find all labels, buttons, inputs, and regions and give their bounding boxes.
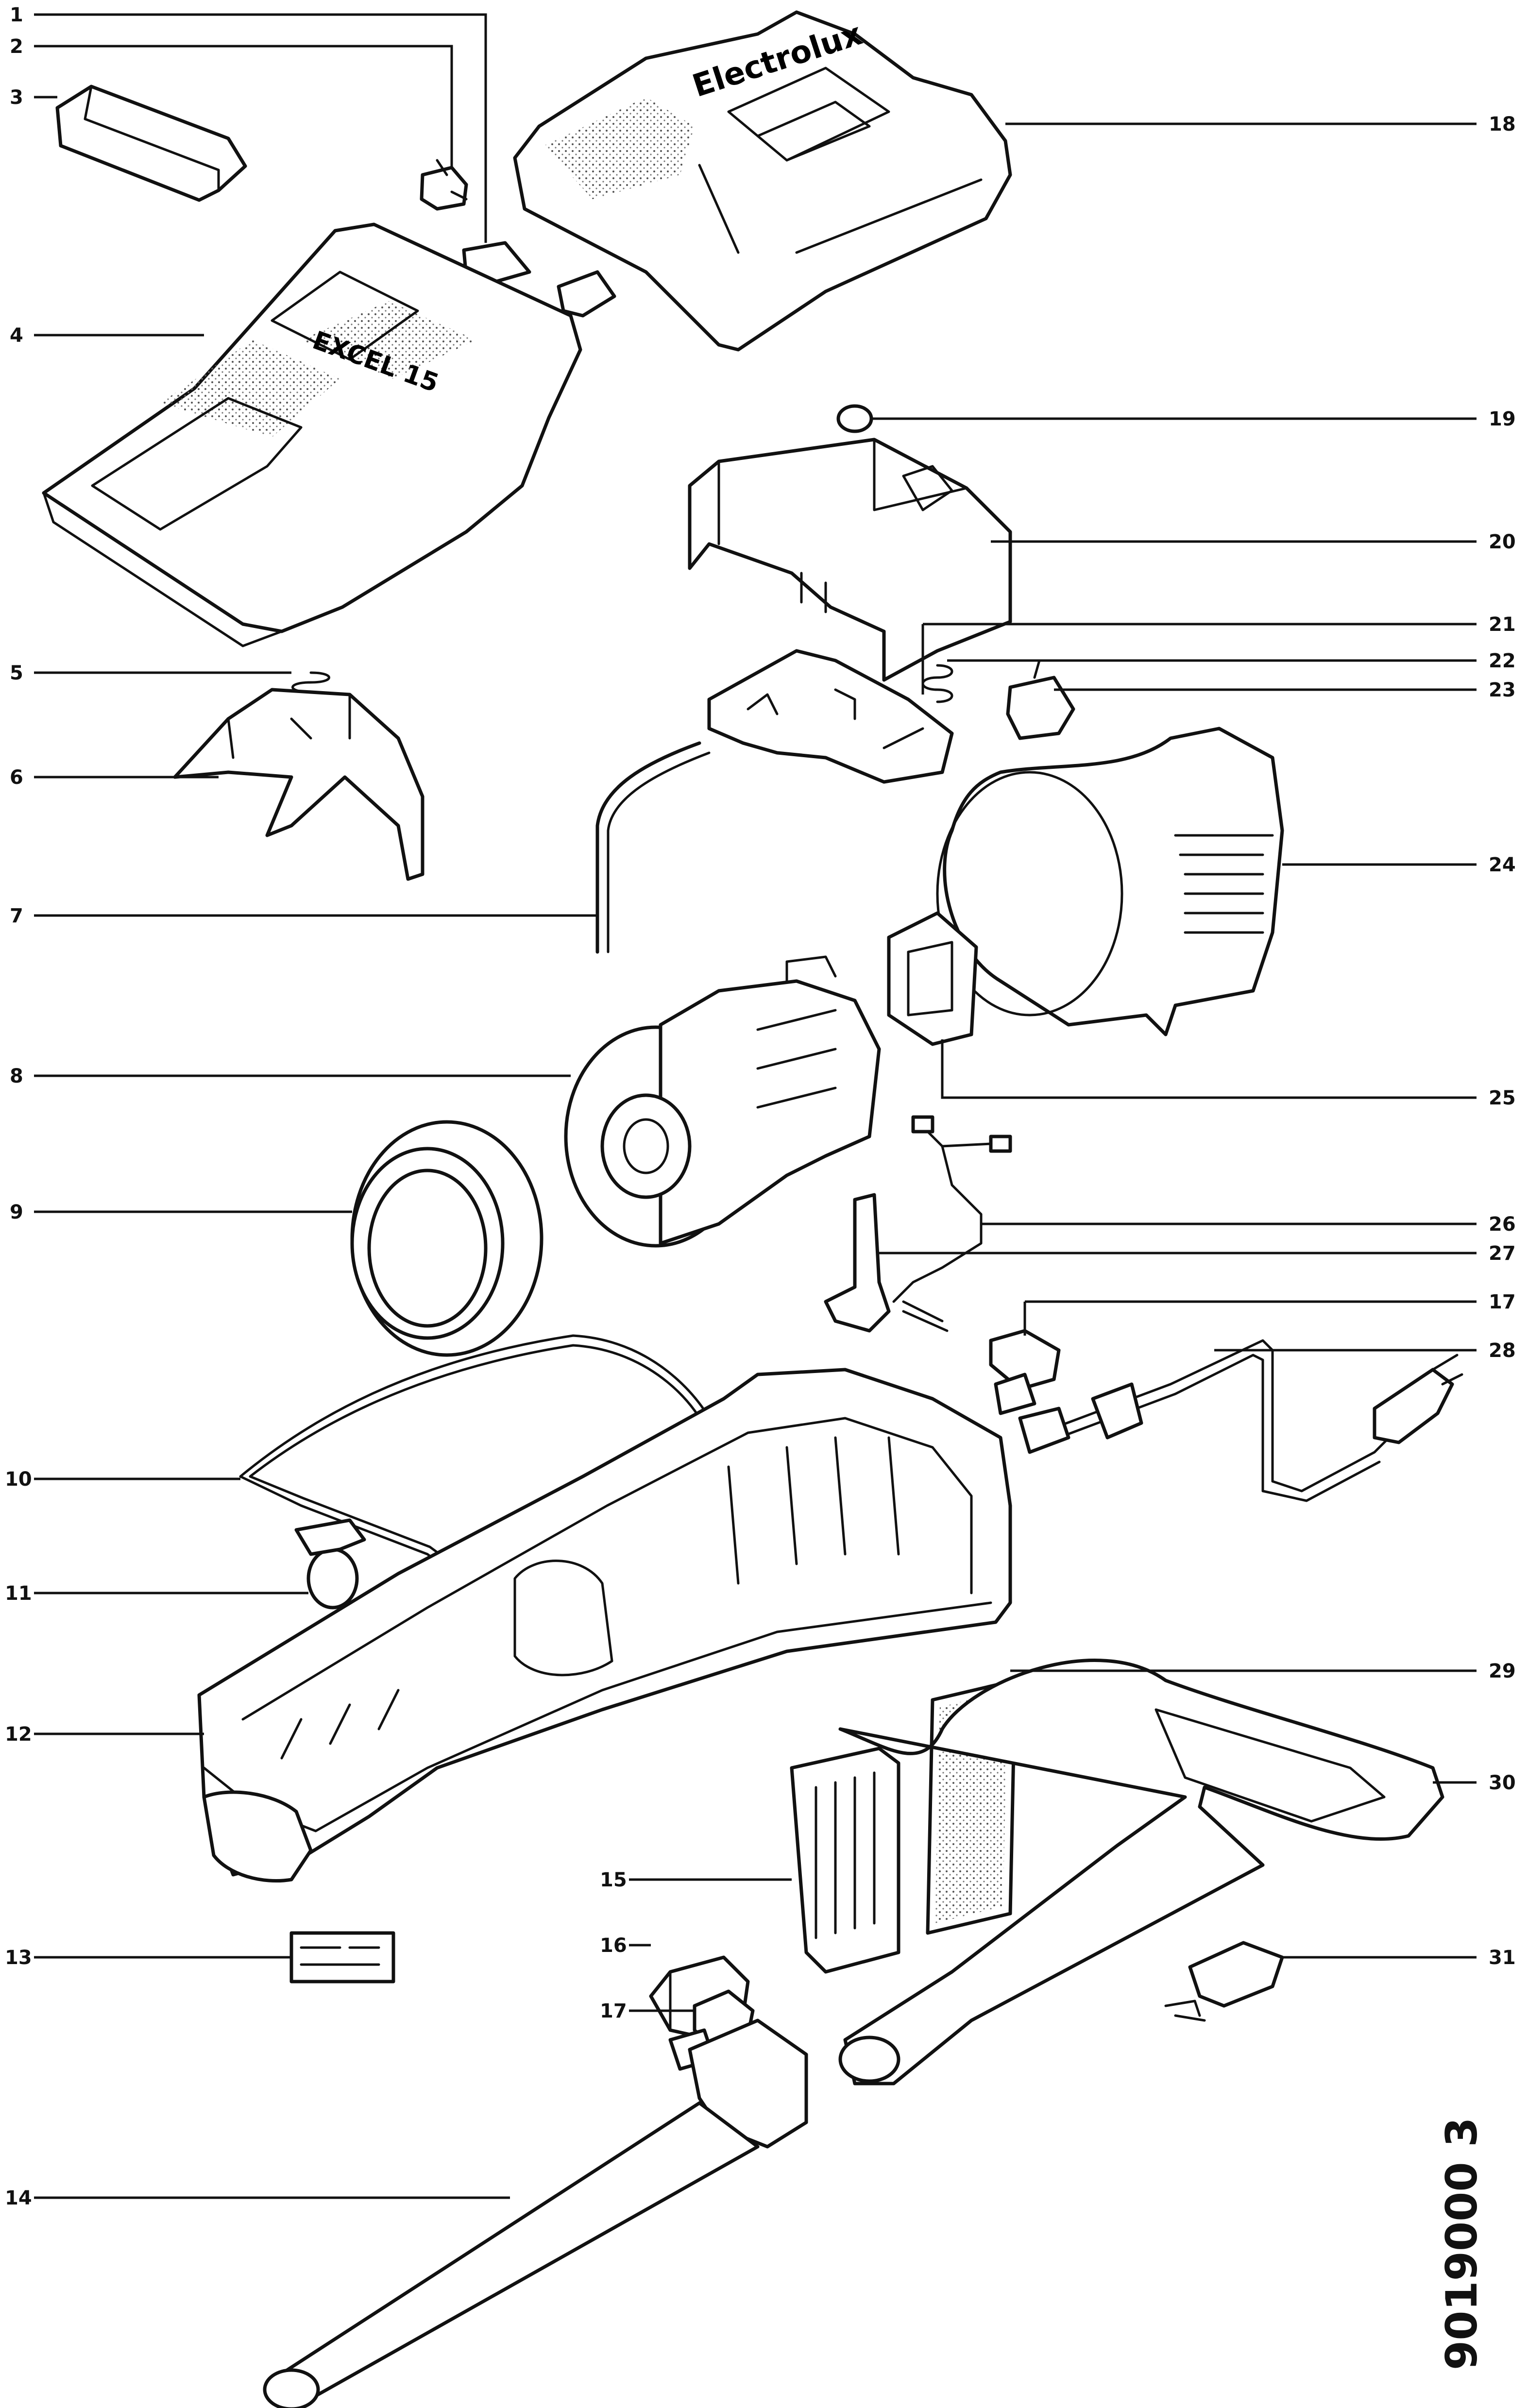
label-12: 12 <box>5 1723 32 1746</box>
label-21: 21 <box>1489 613 1516 636</box>
label-6: 6 <box>10 766 23 789</box>
label-17-lower: 17 <box>600 2000 627 2022</box>
part-17-hose-clip-upper <box>989 1329 1061 1415</box>
label-25: 25 <box>1489 1087 1516 1109</box>
label-15: 15 <box>600 1869 627 1891</box>
label-13: 13 <box>5 1947 32 1969</box>
part-20-reel-cover <box>688 438 1012 682</box>
part-24-motor-housing <box>936 727 1284 1036</box>
label-26: 26 <box>1489 1213 1516 1236</box>
part-19-button <box>836 404 873 433</box>
part-14-hose-tube <box>263 2018 808 2408</box>
part-25-filter-holder <box>887 911 978 1046</box>
label-30: 30 <box>1489 1772 1516 1794</box>
part-8-motor <box>564 955 881 1248</box>
label-24: 24 <box>1489 854 1516 876</box>
part-23-switch <box>1006 659 1075 740</box>
label-23: 23 <box>1489 679 1516 701</box>
part-2-latch <box>420 159 468 211</box>
part-4-top-cover: EXCEL 15 <box>42 222 582 647</box>
part-15-filter-grille <box>790 1747 900 1974</box>
part-27-bracket <box>824 1193 949 1333</box>
label-17-upper: 17 <box>1489 1291 1516 1313</box>
leader-lines <box>34 13 1477 2199</box>
part-latch-secondary <box>557 270 616 318</box>
part-22-spring <box>921 664 953 703</box>
label-29: 29 <box>1489 1660 1516 1682</box>
label-1: 1 <box>10 4 23 26</box>
label-20: 20 <box>1489 531 1516 553</box>
drawing-code: 9019000 3 <box>1437 2118 1487 2370</box>
part-9-ring-seal <box>350 1120 543 1357</box>
label-3: 3 <box>10 86 23 109</box>
label-18: 18 <box>1489 113 1516 136</box>
label-28: 28 <box>1489 1340 1516 1362</box>
label-16: 16 <box>600 1934 627 1957</box>
label-4: 4 <box>10 324 23 347</box>
part-31-slider-latch <box>1164 1941 1284 2022</box>
label-10: 10 <box>5 1468 32 1491</box>
part-26-wiring <box>892 1115 1012 1303</box>
part-13-rating-plate <box>289 1931 395 1984</box>
part-7-tube <box>595 741 711 954</box>
part-6-latch-frame <box>173 688 424 881</box>
label-22: 22 <box>1489 650 1516 672</box>
label-9: 9 <box>10 1201 23 1223</box>
part-12-base-body <box>197 1368 1012 1882</box>
label-11: 11 <box>5 1582 32 1605</box>
part-11-wheel <box>294 1518 366 1610</box>
part-3-handle-cover <box>55 85 247 202</box>
label-2: 2 <box>10 35 23 58</box>
part-21-switch-board <box>707 649 954 784</box>
label-27: 27 <box>1489 1242 1516 1265</box>
label-31: 31 <box>1489 1947 1516 1969</box>
label-14: 14 <box>5 2187 32 2209</box>
label-7: 7 <box>10 905 23 927</box>
label-19: 19 <box>1489 408 1516 430</box>
label-8: 8 <box>10 1065 23 1087</box>
label-5: 5 <box>10 662 23 684</box>
part-28-power-cord <box>1018 1339 1463 1502</box>
part-30-handle <box>838 1659 1444 2086</box>
part-labels: 1 2 3 4 5 6 7 8 9 10 11 12 13 14 15 16 1… <box>5 4 1516 2209</box>
